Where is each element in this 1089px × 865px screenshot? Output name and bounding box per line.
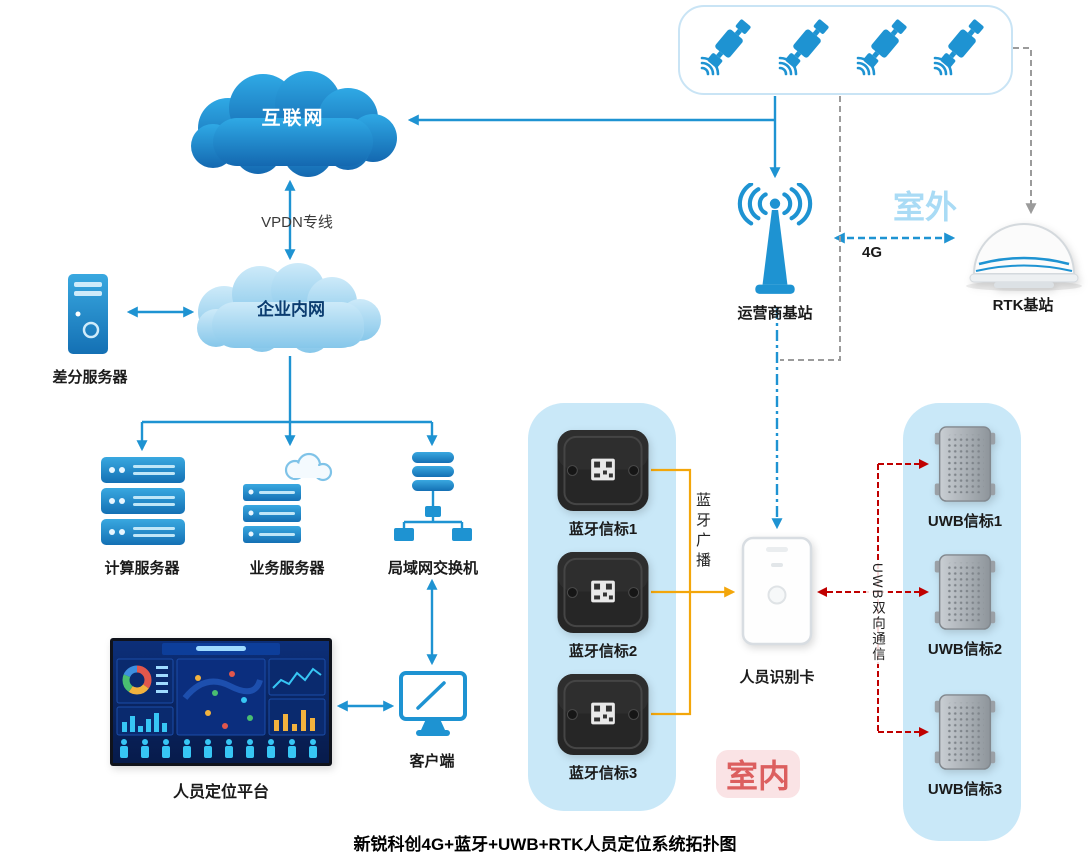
uwb-beacon-2-label: UWB信标2 (927, 641, 1003, 658)
business-server-icon (243, 452, 333, 543)
bt-beacon-2-label: 蓝牙信标2 (568, 643, 638, 660)
indoor-zone-label: 室内 (715, 750, 801, 798)
uwb-beacon-3-icon (934, 694, 996, 770)
outdoor-zone-label: 室外 (892, 189, 958, 225)
lan-switch-icon (394, 452, 472, 541)
platform-label: 人员定位平台 (172, 784, 270, 801)
lan-switch-label: 局域网交换机 (387, 560, 479, 577)
link-satellites-to-rtk (1013, 47, 1037, 215)
bt-broadcast-label: 蓝牙广播 (694, 492, 711, 572)
internet-label: 互联网 (261, 108, 325, 129)
4g-label: 4G (861, 244, 883, 261)
uwb-beacon-1-label: UWB信标1 (927, 513, 1003, 530)
platform-screenshot (110, 638, 332, 766)
bt-beacon-1-icon (557, 429, 649, 512)
rtk-station-label: RTK基站 (992, 297, 1054, 314)
compute-server-icon (101, 457, 185, 545)
bt-beacon-1-label: 蓝牙信标1 (568, 521, 638, 538)
uwb-beacon-2-icon (934, 554, 996, 630)
intranet-cloud-icon (197, 263, 381, 353)
link-intranet-servers-trunk (142, 356, 432, 424)
person-card-label: 人员识别卡 (739, 669, 815, 686)
uwb-beacon-1-icon (934, 426, 996, 502)
person-card-icon (741, 536, 813, 646)
bt-beacon-2-icon (557, 551, 649, 634)
client-icon (399, 671, 467, 736)
carrier-station-label: 运营商基站 (737, 305, 813, 322)
diff-server-label: 差分服务器 (52, 369, 128, 386)
compute-server-label: 计算服务器 (104, 560, 180, 577)
vpdn-label: VPDN专线 (261, 214, 333, 231)
intranet-label: 企业内网 (257, 300, 325, 319)
bt-beacon-3-label: 蓝牙信标3 (568, 765, 638, 782)
client-label: 客户端 (409, 753, 455, 770)
diff-server-icon (68, 274, 108, 354)
bt-beacon-3-icon (557, 673, 649, 756)
satellites-icon (700, 15, 988, 76)
business-server-label: 业务服务器 (249, 560, 325, 577)
diagram-caption: 新锐科创4G+蓝牙+UWB+RTK人员定位系统拓扑图 (353, 835, 737, 854)
internet-cloud-icon (191, 71, 397, 177)
carrier-station-icon (737, 183, 813, 294)
uwb-beacon-3-label: UWB信标3 (927, 781, 1003, 798)
uwb-comm-label: UWB双向通信 (866, 562, 888, 664)
rtk-station-icon (966, 223, 1082, 291)
